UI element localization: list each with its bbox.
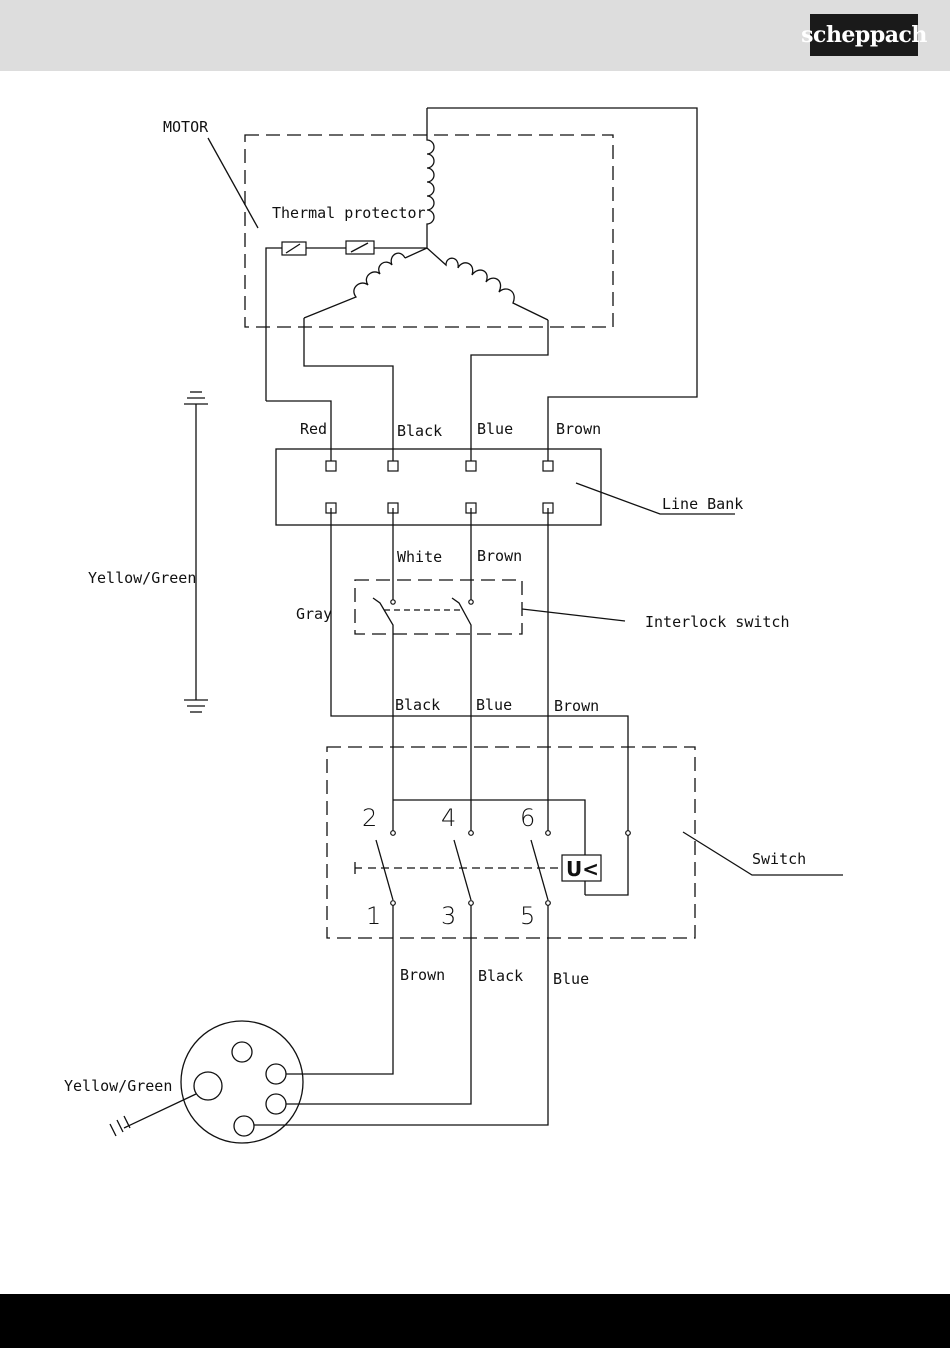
winding-coil-left (304, 248, 427, 318)
plug-earth-pin (194, 1072, 222, 1100)
wire-brown-bottom (286, 905, 393, 1074)
plug-pin (266, 1064, 286, 1084)
motor-leader (208, 138, 258, 228)
switch-num-1: 1 (366, 902, 381, 930)
switch-node (546, 831, 551, 836)
switch-actuator (355, 862, 562, 874)
plug-body (181, 1021, 303, 1143)
label-brown-bottom: Brown (400, 966, 445, 984)
plug-yellow-green-label: Yellow/Green (64, 1077, 172, 1095)
footer-bar (0, 1294, 950, 1348)
yellow-green-label: Yellow/Green (88, 569, 196, 587)
label-brown-top: Brown (556, 420, 601, 438)
label-gray: Gray (296, 605, 332, 623)
label-white: White (397, 548, 442, 566)
switch-contact-3 (454, 840, 471, 900)
label-red: Red (300, 420, 327, 438)
interlock-label: Interlock switch (645, 613, 790, 631)
terminal (543, 461, 553, 471)
wire-blue-top (471, 320, 548, 466)
terminal (466, 461, 476, 471)
interlock-leader (522, 609, 625, 621)
plug-earth-lead (124, 1094, 196, 1128)
label-black-bottom: Black (478, 967, 523, 985)
switch-node (391, 901, 396, 906)
label-brown-mid-right: Brown (554, 697, 599, 715)
switch-num-2: 2 (362, 804, 377, 832)
wire-brown-top (427, 108, 697, 466)
earth-symbol-bottom (184, 700, 208, 712)
label-blue-mid: Blue (476, 696, 512, 714)
winding-coil-top (427, 108, 434, 248)
plug-pin (266, 1094, 286, 1114)
thermal-wire (266, 248, 282, 401)
switch-node (391, 831, 396, 836)
undervoltage-feed (393, 800, 585, 855)
winding-coil-right (427, 248, 548, 320)
label-blue-bottom: Blue (553, 970, 589, 988)
label-brown-mid: Brown (477, 547, 522, 565)
label-black-top: Black (397, 422, 442, 440)
undervoltage-label: U< (566, 857, 599, 881)
terminal (388, 461, 398, 471)
plug-pin (234, 1116, 254, 1136)
switch-contact-1 (376, 840, 393, 900)
motor-label: MOTOR (163, 118, 209, 136)
line-bank-label: Line Bank (662, 495, 743, 513)
label-blue-top: Blue (477, 420, 513, 438)
switch-node (626, 831, 631, 836)
interlock-contact-1 (373, 598, 393, 760)
switch-contact-5 (531, 840, 548, 900)
switch-num-5: 5 (520, 902, 535, 930)
switch-node (469, 831, 474, 836)
thermal-protector-label: Thermal protector (272, 204, 426, 222)
label-black-mid: Black (395, 696, 440, 714)
switch-node (469, 901, 474, 906)
wire-black-top (304, 318, 393, 466)
earth-symbol-top (184, 392, 208, 404)
interlock-contact-2 (452, 598, 471, 760)
motor-box (245, 135, 613, 327)
interlock-node (469, 600, 473, 604)
switch-label: Switch (752, 850, 806, 868)
switch-node (546, 901, 551, 906)
switch-num-4: 4 (441, 804, 456, 832)
switch-num-3: 3 (441, 902, 456, 930)
interlock-node (391, 600, 395, 604)
plug-pin (232, 1042, 252, 1062)
interlock-box (355, 580, 522, 634)
terminal (326, 461, 336, 471)
switch-box (327, 747, 695, 938)
switch-num-6: 6 (520, 804, 535, 832)
